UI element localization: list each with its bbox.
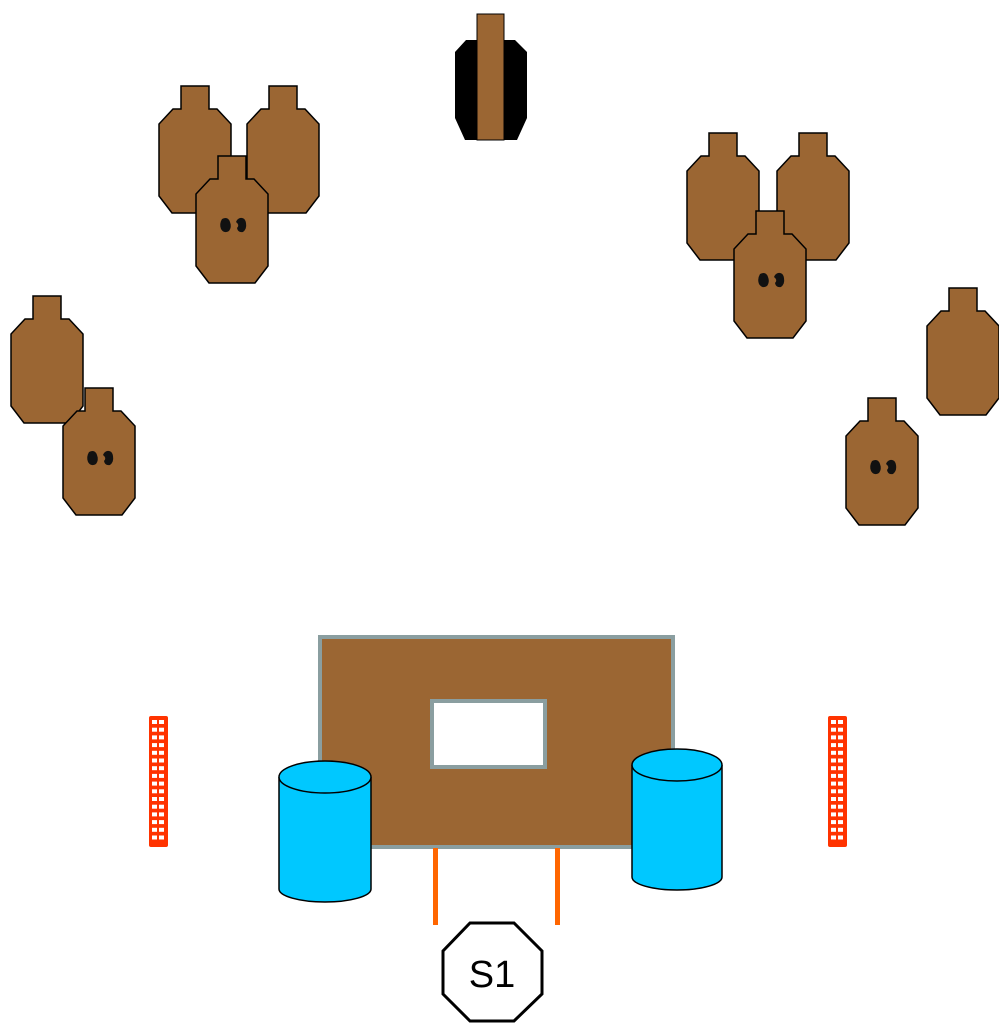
- barrier-slat: [152, 727, 157, 732]
- barrier-slat: [831, 789, 836, 794]
- barrier-slat: [152, 804, 157, 809]
- barrier-slat: [152, 797, 157, 801]
- barrier-slat: [831, 735, 836, 740]
- left-target-pair: [10, 295, 136, 516]
- barrier-slat: [831, 727, 836, 732]
- barrier-slat: [152, 720, 157, 724]
- vision-barrier-icon: [149, 716, 168, 847]
- barrier-slat: [159, 781, 164, 786]
- barrier-slat: [152, 812, 157, 817]
- barrier-slat: [159, 820, 164, 825]
- barrier-slat: [838, 797, 843, 801]
- barrier-slat: [838, 789, 843, 794]
- barrier-slat: [838, 720, 843, 724]
- barrier-slat: [159, 735, 164, 740]
- barrier-slat: [831, 773, 836, 778]
- paper-target: [926, 287, 999, 416]
- barrier-slat: [152, 743, 157, 748]
- barrier-slat: [152, 820, 157, 825]
- barrier-slat: [838, 735, 843, 740]
- barrier-slat: [831, 743, 836, 748]
- barrier-slat: [838, 781, 843, 786]
- barrier-slat: [152, 773, 157, 778]
- barrier-slat: [838, 766, 843, 771]
- barrier-slat: [838, 835, 843, 840]
- barrier-slat: [152, 766, 157, 771]
- barrier-slat: [159, 758, 164, 763]
- barrier-slat: [159, 812, 164, 817]
- barrier-slat: [159, 797, 164, 801]
- fault-line-right: [555, 848, 560, 925]
- barrier-slat: [152, 750, 157, 755]
- barrier-slat: [159, 804, 164, 809]
- barrier-slat: [159, 789, 164, 794]
- barrier-slat: [159, 750, 164, 755]
- left-barrel: [278, 760, 372, 903]
- barrier-slat: [831, 804, 836, 809]
- barrier-slat: [831, 797, 836, 801]
- barrier-slat: [159, 743, 164, 748]
- barrier-slat: [838, 758, 843, 763]
- steel-barrel-icon: [278, 777, 372, 903]
- left-vision-barrier: [149, 716, 168, 847]
- start-position: S1: [441, 921, 544, 1023]
- barrier-slat: [838, 743, 843, 748]
- barrier-slat: [159, 827, 164, 832]
- barrier-slat: [831, 758, 836, 763]
- paper-target: [845, 397, 919, 526]
- barrier-slat: [831, 781, 836, 786]
- barrier-slat: [838, 727, 843, 732]
- barrier-slat: [831, 820, 836, 825]
- barrier-slat: [152, 835, 157, 840]
- barrier-slat: [831, 812, 836, 817]
- barrier-slat: [152, 735, 157, 740]
- barrier-slat: [152, 781, 157, 786]
- upper-left-target-cluster: [158, 85, 320, 284]
- barrier-slat: [152, 789, 157, 794]
- barrier-slat: [831, 835, 836, 840]
- barrier-slat: [831, 827, 836, 832]
- wall-port: [430, 699, 547, 769]
- right-target-pair: [845, 287, 999, 526]
- steel-barrel-icon: [631, 765, 723, 891]
- wall-with-port: [318, 635, 675, 849]
- upper-right-target-cluster: [686, 132, 850, 339]
- fault-line-left: [433, 848, 438, 925]
- paper-target: [10, 295, 84, 424]
- barrier-slat: [159, 766, 164, 771]
- barrier-slat: [152, 758, 157, 763]
- barrier-slat: [159, 720, 164, 724]
- barrier-slat: [838, 773, 843, 778]
- right-barrel: [631, 748, 723, 891]
- barrier-slat: [831, 766, 836, 771]
- barrier-slat: [838, 804, 843, 809]
- center-target-hardcover: [455, 13, 527, 141]
- start-position-label: S1: [469, 954, 515, 996]
- right-vision-barrier: [828, 716, 847, 847]
- barrier-slat: [152, 827, 157, 832]
- start-position-octagon-icon: [441, 921, 544, 1023]
- barrier-slat: [838, 750, 843, 755]
- barrier-slat: [159, 773, 164, 778]
- barrier-slat: [159, 835, 164, 840]
- barrier-slat: [838, 812, 843, 817]
- barrier-slat: [831, 720, 836, 724]
- barrier-slat: [838, 820, 843, 825]
- barrier-slat: [831, 750, 836, 755]
- barrier-slat: [159, 727, 164, 732]
- barrier-slat: [838, 827, 843, 832]
- fault-lines: [433, 848, 560, 925]
- vision-barrier-icon: [828, 716, 847, 847]
